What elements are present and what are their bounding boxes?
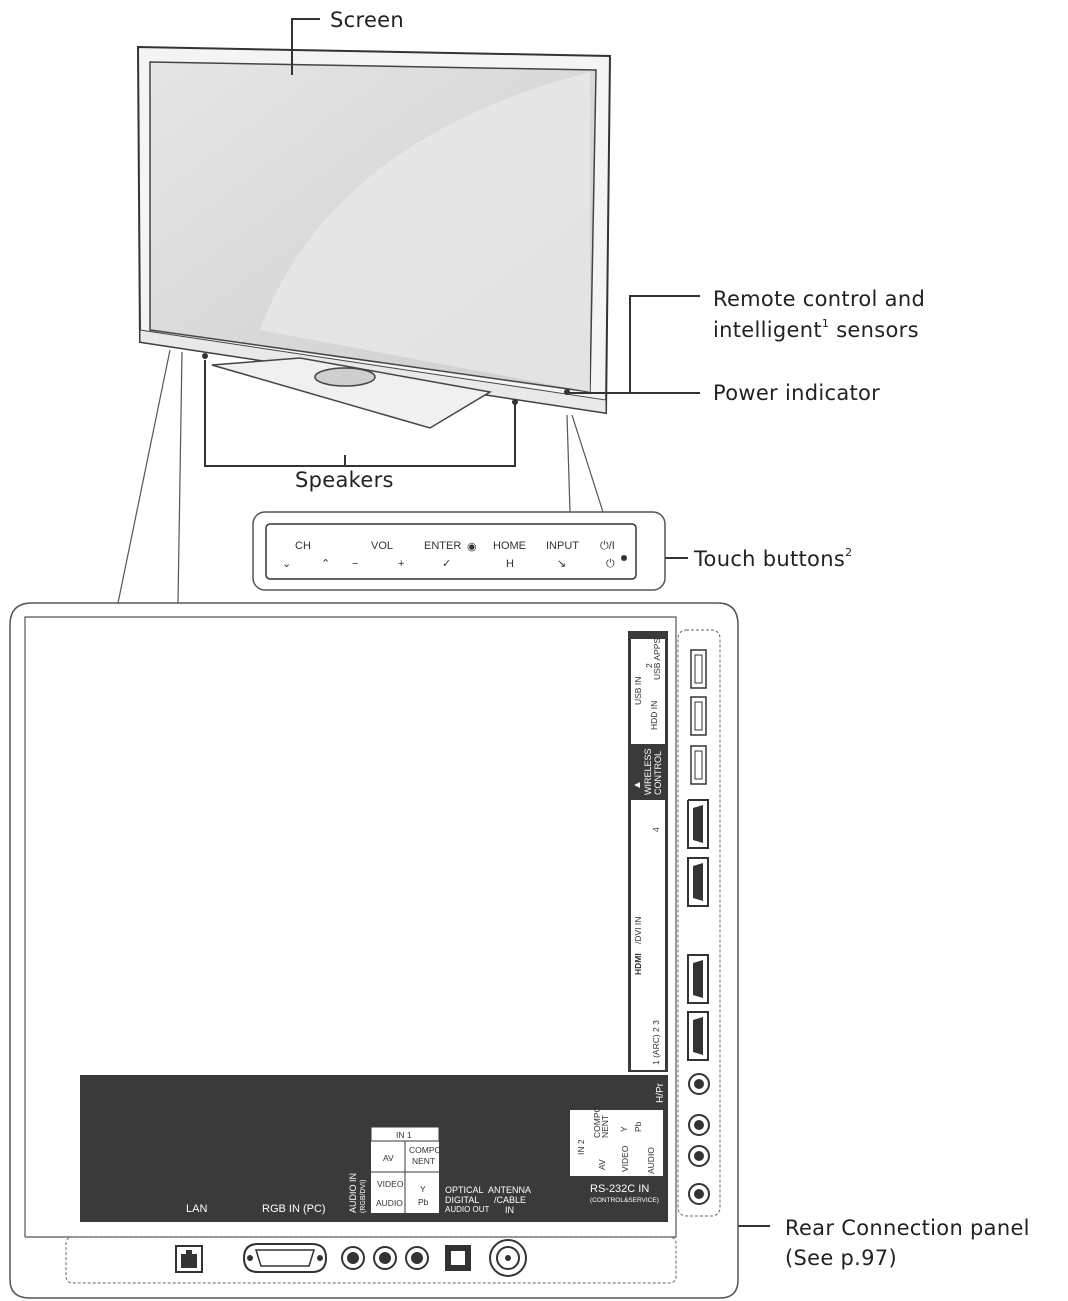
svg-text:VIDEO: VIDEO xyxy=(620,1145,630,1172)
svg-text:▲: ▲ xyxy=(632,780,643,790)
svg-text:IN 2: IN 2 xyxy=(576,1139,586,1155)
svg-text:AUDIO OUT: AUDIO OUT xyxy=(445,1205,490,1214)
svg-text:Y: Y xyxy=(420,1184,426,1194)
label-remote-sensor-2: intelligent1 sensors xyxy=(713,317,919,342)
svg-text:VIDEO: VIDEO xyxy=(377,1179,404,1189)
svg-text:HOME: HOME xyxy=(493,540,526,552)
audio-in-jack[interactable] xyxy=(341,1246,365,1270)
audio-in-label: AUDIO IN xyxy=(348,1173,358,1213)
label-power-indicator: Power indicator xyxy=(713,381,880,405)
component-y-jack[interactable] xyxy=(688,1145,710,1167)
svg-text:(CONTROL&SERVICE): (CONTROL&SERVICE) xyxy=(590,1197,659,1204)
svg-text:ENTER: ENTER xyxy=(424,540,461,552)
svg-text:INPUT: INPUT xyxy=(546,540,579,552)
svg-text:AV: AV xyxy=(597,1159,607,1170)
touch-ch[interactable]: CH ⌄ ⌃ xyxy=(282,540,330,570)
label-remote-sensor-1: Remote control and xyxy=(713,287,925,311)
enter-circle-icon: ◉ xyxy=(467,541,477,553)
rs232c-label: RS-232C IN xyxy=(590,1183,649,1195)
hdmi-label: HDMI xyxy=(633,953,643,975)
rs232c-jack[interactable] xyxy=(688,1183,710,1205)
svg-text:/DVI IN: /DVI IN xyxy=(633,917,643,944)
svg-text:Pb: Pb xyxy=(633,1121,643,1132)
touch-home[interactable]: HOME H xyxy=(493,540,526,570)
tv-stand xyxy=(211,357,493,429)
usb-in-label: USB IN xyxy=(633,677,643,705)
usb-port-1[interactable] xyxy=(690,696,707,736)
svg-text:AUDIO: AUDIO xyxy=(376,1198,403,1208)
hdmi-port-1-arc[interactable] xyxy=(687,1011,709,1061)
svg-text:COMPO: COMPO xyxy=(592,1106,602,1139)
svg-text:Pb: Pb xyxy=(418,1197,429,1207)
svg-text:HDD IN: HDD IN xyxy=(649,701,659,730)
svg-text:AUDIO: AUDIO xyxy=(646,1147,656,1174)
rgb-in-port[interactable] xyxy=(242,1243,328,1273)
svg-text:2: 2 xyxy=(644,663,654,668)
ch-down-icon: ⌄ xyxy=(282,558,291,570)
antenna-label: ANTENNA xyxy=(488,1185,531,1195)
touch-input[interactable]: INPUT ↘ xyxy=(546,540,579,570)
touch-power[interactable]: ⏻/I ⏻ xyxy=(600,540,615,570)
hdmi-port-3[interactable] xyxy=(687,857,709,907)
touch-vol[interactable]: VOL − + xyxy=(352,540,404,570)
svg-text:NENT: NENT xyxy=(412,1156,435,1166)
svg-text:⏻/I: ⏻/I xyxy=(600,540,615,552)
svg-text:VOL: VOL xyxy=(371,540,393,552)
label-speakers: Speakers xyxy=(295,468,394,492)
hdmi-port-4[interactable] xyxy=(687,799,709,849)
optical-port[interactable] xyxy=(445,1245,471,1271)
rear-panel: USB IN 2 USB APPS HDD IN WIRELESS CONTRO… xyxy=(9,602,739,1299)
label-rear-panel-2: (See p.97) xyxy=(785,1246,897,1270)
svg-text:/CABLE: /CABLE xyxy=(494,1195,526,1205)
svg-text:4: 4 xyxy=(651,827,661,832)
power-icon: ⏻ xyxy=(606,558,615,570)
av-audio-jack[interactable] xyxy=(405,1246,429,1270)
lan-label: LAN xyxy=(186,1203,207,1215)
vol-up-icon: + xyxy=(398,558,404,570)
wireless-label: WIRELESS xyxy=(643,748,653,795)
svg-text:(RGB/DVI): (RGB/DVI) xyxy=(360,1180,367,1213)
tv-front xyxy=(136,45,612,429)
optical-label: OPTICAL xyxy=(445,1185,484,1195)
svg-text:DIGITAL: DIGITAL xyxy=(445,1195,479,1205)
lan-port[interactable] xyxy=(175,1245,203,1273)
home-icon: H xyxy=(506,558,514,570)
hpr-label: H/Pr xyxy=(655,1082,666,1103)
screen-reflection xyxy=(260,72,590,392)
svg-text:COMPO: COMPO xyxy=(409,1145,442,1155)
component-pr-jack[interactable] xyxy=(688,1073,710,1095)
usb-port-2[interactable] xyxy=(690,649,707,689)
svg-text:IN: IN xyxy=(505,1205,514,1215)
hdmi-arc-label: 1 (ARC) 2 3 xyxy=(651,1020,661,1065)
touch-enter[interactable]: ENTER ◉ ✓ xyxy=(424,540,477,570)
hdmi-port-2[interactable] xyxy=(687,954,709,1004)
svg-text:CH: CH xyxy=(295,540,311,552)
label-screen: Screen xyxy=(330,8,404,32)
vol-down-icon: − xyxy=(352,558,358,570)
component-pb-jack[interactable] xyxy=(688,1114,710,1136)
svg-text:CONTROL: CONTROL xyxy=(653,751,663,795)
input-icon: ↘ xyxy=(557,558,566,570)
label-rear-panel-1: Rear Connection panel xyxy=(785,1216,1030,1240)
wireless-control-port[interactable] xyxy=(690,745,707,785)
svg-text:USB APPS: USB APPS xyxy=(652,638,662,680)
enter-check-icon: ✓ xyxy=(442,558,451,570)
label-touch-buttons: Touch buttons2 xyxy=(693,546,852,571)
svg-text:Y: Y xyxy=(619,1126,629,1132)
ch-up-icon: ⌃ xyxy=(321,558,330,570)
av-video-jack[interactable] xyxy=(373,1246,397,1270)
svg-text:NENT: NENT xyxy=(600,1115,610,1138)
svg-text:AV: AV xyxy=(383,1153,394,1163)
touch-button-panel: CH ⌄ ⌃ VOL − + ENTER ◉ ✓ HOME H INPUT ↘ … xyxy=(252,511,666,591)
svg-text:IN 1: IN 1 xyxy=(396,1130,412,1140)
rgb-in-label: RGB IN (PC) xyxy=(262,1203,326,1215)
antenna-port[interactable] xyxy=(489,1239,527,1277)
stand-neck xyxy=(314,367,376,387)
